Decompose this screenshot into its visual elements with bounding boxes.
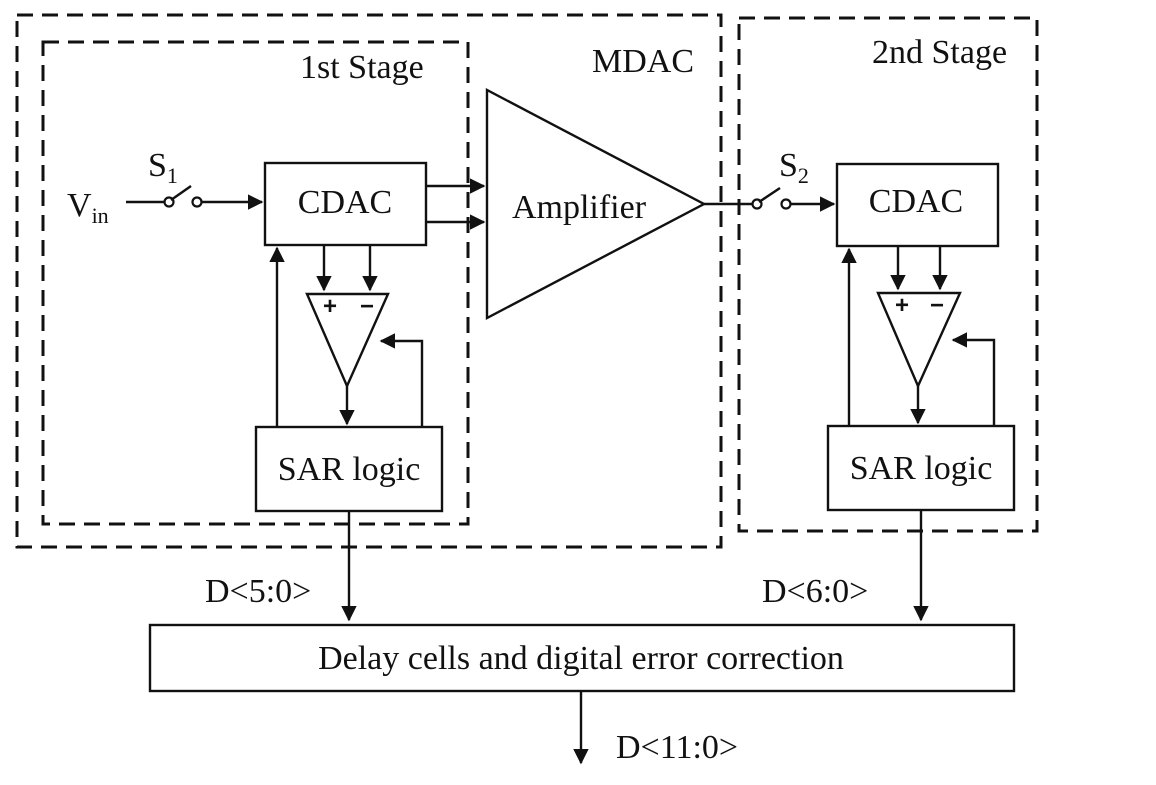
delay-correction-label: Delay cells and digital error correction bbox=[318, 640, 844, 677]
output-label: D<11:0> bbox=[616, 729, 738, 766]
stage1-label: 1st Stage bbox=[300, 49, 424, 86]
comparator2 bbox=[876, 291, 962, 389]
cdac1-block bbox=[263, 161, 428, 247]
sar1-to-comp1-arrow bbox=[379, 333, 424, 427]
sar1-block bbox=[254, 425, 444, 513]
s1-label: S1 bbox=[148, 147, 178, 188]
vin-label: Vin bbox=[67, 187, 109, 228]
mdac-region bbox=[15, 13, 723, 549]
comp2-plus: + bbox=[895, 292, 909, 319]
cdac2-block bbox=[835, 162, 1000, 248]
sar2-label: SAR logic bbox=[850, 450, 993, 487]
stage2-region bbox=[737, 16, 1039, 533]
stage2-label: 2nd Stage bbox=[872, 34, 1007, 71]
comp2-minus: − bbox=[930, 292, 944, 319]
stage1-region bbox=[41, 40, 470, 526]
comp1-plus: + bbox=[323, 293, 337, 320]
mdac-label: MDAC bbox=[592, 43, 694, 80]
cdac2-label: CDAC bbox=[869, 183, 963, 220]
s1-blade bbox=[170, 185, 192, 201]
comp1-minus: − bbox=[360, 293, 374, 320]
s1-contact-right bbox=[191, 196, 203, 208]
bus2-label: D<6:0> bbox=[762, 573, 868, 610]
s2-blade bbox=[758, 187, 781, 203]
bus1-label: D<5:0> bbox=[205, 573, 311, 610]
s2-label: S2 bbox=[779, 147, 809, 188]
sar2-block bbox=[826, 424, 1016, 512]
delay-correction-block bbox=[148, 623, 1016, 693]
s2-contact-right bbox=[780, 198, 792, 210]
comparator1 bbox=[305, 292, 390, 389]
sar1-label: SAR logic bbox=[278, 451, 421, 488]
cdac1-label: CDAC bbox=[298, 184, 392, 221]
amplifier-label: Amplifier bbox=[512, 189, 647, 226]
amplifier-block bbox=[485, 88, 707, 320]
sar2-to-comp2-arrow bbox=[951, 332, 996, 426]
